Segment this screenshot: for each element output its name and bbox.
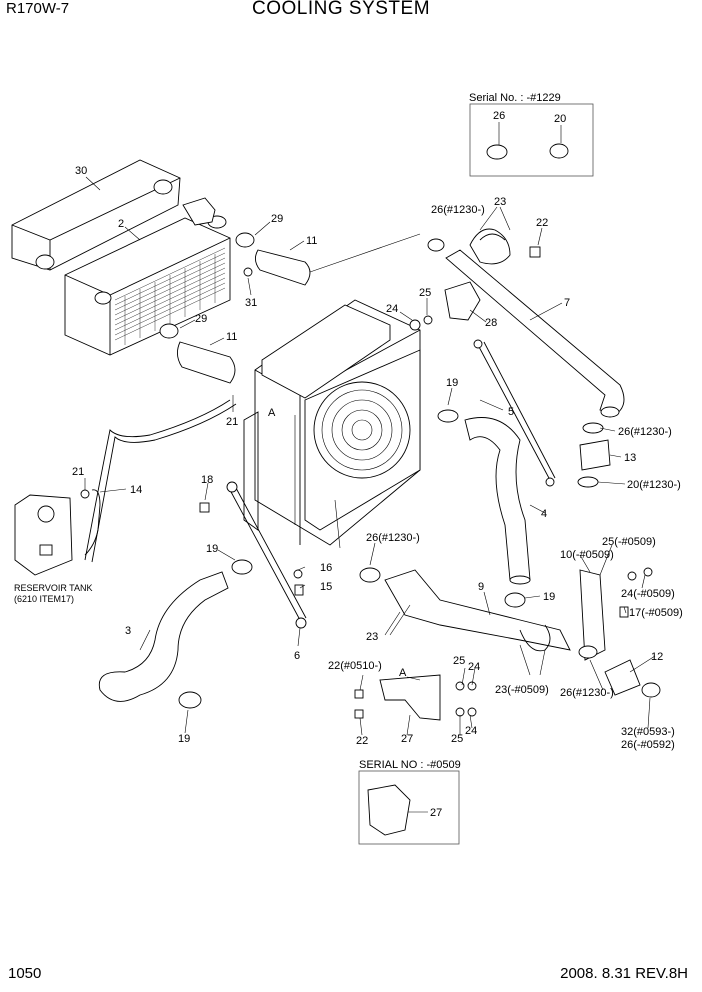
- model-code: R170W-7: [6, 0, 70, 17]
- serial-inset-top-label: Serial No. : -#1229: [469, 92, 561, 104]
- callout-23c: 23(-#0509): [495, 684, 549, 696]
- callout-16: 16: [320, 562, 332, 574]
- callout-4: 4: [541, 508, 547, 520]
- callout-19d: 19: [543, 591, 555, 603]
- detail-marker-a1: A: [268, 407, 276, 419]
- serial-inset-top: Serial No. : -#1229 26 20: [469, 92, 594, 177]
- callout-26a: 26(#1230-): [431, 204, 485, 216]
- callout-19b: 19: [178, 733, 190, 745]
- callout-17: 17(-#0509): [629, 607, 683, 619]
- callout-22c: 22: [356, 735, 368, 747]
- callout-3: 3: [125, 625, 131, 637]
- callout-2: 2: [118, 218, 124, 230]
- callout-24c: 24: [468, 661, 480, 673]
- hose-13-set: [577, 422, 611, 488]
- callout-25c: 25: [453, 655, 465, 667]
- inset-part-20: 20: [554, 113, 566, 125]
- leader-lines: [84, 176, 656, 736]
- reservoir-label: RESERVOIR TANK (6210 ITEM17): [14, 583, 93, 604]
- serial-inset-bottom-label: SERIAL NO : -#0509: [359, 759, 461, 771]
- callout-26d: 26(#1230-): [560, 687, 614, 699]
- lower-hose-4: [437, 409, 531, 585]
- reservoir-label-line1: RESERVOIR TANK: [14, 583, 93, 593]
- serial-inset-bottom: SERIAL NO : -#0509 27: [358, 759, 461, 845]
- callout-11b: 11: [226, 331, 237, 343]
- callout-21b: 21: [72, 466, 84, 478]
- callout-29a: 29: [271, 213, 283, 225]
- callout-25a: 25: [419, 287, 431, 299]
- callout-30: 30: [75, 165, 87, 177]
- intercooler-hoses: [159, 232, 311, 384]
- callout-22b: 22(#0510-): [328, 660, 382, 672]
- callout-32: 32(#0593-): [621, 726, 675, 738]
- callout-7: 7: [564, 297, 570, 309]
- callout-10: 10(-#0509): [560, 549, 614, 561]
- radiator-assembly: [243, 299, 421, 546]
- detail-marker-a2: A: [399, 667, 407, 679]
- support-rod: [473, 339, 556, 487]
- inset-part-27: 27: [430, 807, 442, 819]
- lower-pipe-9: [359, 567, 661, 698]
- callout-24d: 24: [465, 725, 477, 737]
- bracket-27: [354, 674, 477, 721]
- callout-5: 5: [508, 406, 514, 418]
- callout-24b: 24(-#0509): [621, 588, 675, 600]
- callout-13: 13: [624, 452, 636, 464]
- callout-9: 9: [478, 581, 484, 593]
- page-number: 1050: [8, 965, 42, 982]
- callout-26c: 26(#1230-): [366, 532, 420, 544]
- callout-12: 12: [651, 651, 663, 663]
- page-title: COOLING SYSTEM: [252, 0, 431, 19]
- left-side-parts: [14, 399, 307, 709]
- callout-19c: 19: [446, 377, 458, 389]
- inset-part-26: 26: [493, 110, 505, 122]
- upper-pipe: [409, 228, 625, 418]
- callout-26e: 26(-#0592): [621, 739, 675, 751]
- revision-date: 2008. 8.31 REV.8H: [560, 965, 688, 982]
- callout-26b: 26(#1230-): [618, 426, 672, 438]
- reservoir-label-line2: (6210 ITEM17): [14, 594, 74, 604]
- callout-18: 18: [201, 474, 213, 486]
- callout-11a: 11: [306, 235, 317, 247]
- callout-labels: 30 2 29 11 31 29 11 21 21 14 18 19 16 15…: [72, 165, 683, 751]
- callout-23a: 23: [494, 196, 506, 208]
- callout-25d: 25: [451, 733, 463, 745]
- callout-19a: 19: [206, 543, 218, 555]
- callout-31: 31: [245, 297, 257, 309]
- callout-15: 15: [320, 581, 332, 593]
- callout-6: 6: [294, 650, 300, 662]
- callout-21a: 21: [226, 416, 238, 428]
- callout-14: 14: [130, 484, 142, 496]
- callout-25b: 25(-#0509): [602, 536, 656, 548]
- intercooler-cover: [11, 159, 181, 271]
- callout-24a: 24: [386, 303, 398, 315]
- intercooler-core: [64, 197, 231, 356]
- callout-22a: 22: [536, 217, 548, 229]
- callout-29b: 29: [195, 313, 207, 325]
- callout-20: 20(#1230-): [627, 479, 681, 491]
- callout-28: 28: [485, 317, 497, 329]
- callout-27: 27: [401, 733, 413, 745]
- callout-23b: 23: [366, 631, 378, 643]
